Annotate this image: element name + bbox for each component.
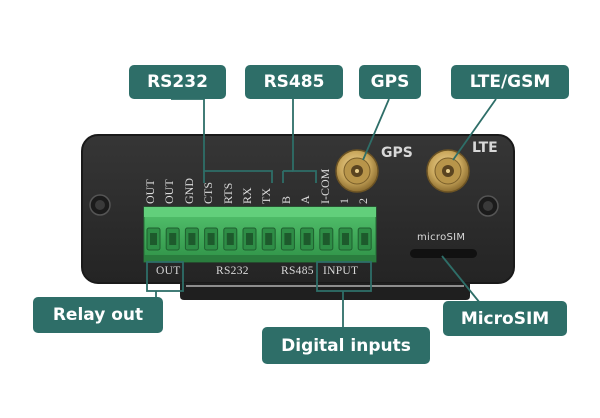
- callout-gps: GPS: [359, 65, 421, 99]
- terminal-block: [143, 206, 377, 263]
- terminal-pin-label: 2: [356, 198, 371, 204]
- screw-icon: [89, 194, 111, 216]
- terminal-hole: [322, 233, 330, 245]
- terminal-pin-label: I-COM: [317, 168, 332, 204]
- rs485-group-label: RS485: [281, 265, 314, 277]
- gps-antenna-label: GPS: [381, 145, 413, 161]
- terminal-hole: [169, 233, 177, 245]
- input-group-label: INPUT: [323, 265, 359, 277]
- terminal-pin-label: B: [278, 195, 293, 204]
- rs232-group-label: RS232: [216, 265, 249, 277]
- callout-microsim: MicroSIM: [443, 301, 567, 336]
- callout-relay-out: Relay out: [33, 297, 163, 333]
- terminal-pin-label: RX: [240, 187, 254, 204]
- sma-connector-icon: [335, 149, 379, 193]
- terminal-hole: [188, 233, 196, 245]
- microsim-label: microSIM: [417, 232, 466, 243]
- terminal-pin-label: CTS: [201, 181, 216, 204]
- terminal-pin-label: OUT: [143, 179, 157, 204]
- terminal-hole: [265, 233, 273, 245]
- terminal-pin-label: GND: [181, 178, 196, 204]
- terminal-hole: [303, 233, 311, 245]
- terminal-pin-label: TX: [259, 188, 274, 204]
- callout-rs485: RS485: [245, 65, 343, 99]
- callout-lte-gsm: LTE/GSM: [451, 65, 569, 99]
- terminal-pin-label: RTS: [220, 182, 235, 204]
- callout-rs232: RS232: [129, 65, 226, 99]
- terminal-hole: [342, 233, 349, 245]
- screw-icon: [477, 195, 499, 217]
- terminal-hole: [207, 233, 215, 245]
- lte-antenna-label: LTE: [472, 140, 498, 156]
- sma-connector-icon: [426, 149, 470, 193]
- callout-digital-inputs: Digital inputs: [262, 327, 430, 364]
- microsim-slot: [410, 249, 477, 258]
- terminal-pin-label: OUT: [162, 179, 177, 204]
- terminal-hole: [226, 233, 234, 245]
- terminal-pin-label: A: [298, 195, 313, 204]
- terminal-hole: [284, 233, 292, 245]
- terminal-hole: [150, 233, 157, 245]
- terminal-hole: [246, 233, 253, 245]
- leader-lines: [146, 98, 497, 327]
- terminal-hole: [361, 233, 369, 245]
- terminal-pin-label: 1: [337, 198, 351, 204]
- out-group-label: OUT: [156, 265, 181, 277]
